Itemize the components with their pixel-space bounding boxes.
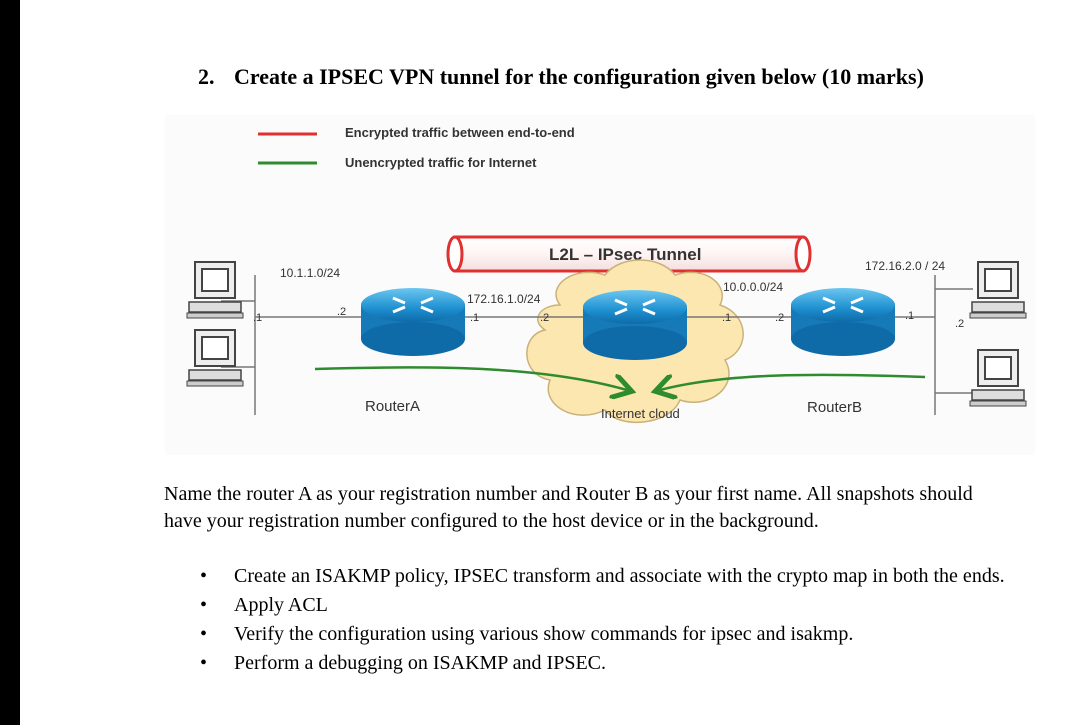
subnet-mid-right-label: 10.0.0.0/24 bbox=[723, 280, 783, 294]
list-item: • Verify the configuration using various … bbox=[194, 621, 1044, 648]
iface-right-pc: .2 bbox=[955, 318, 964, 330]
legend-encrypted-label: Encrypted traffic between end-to-end bbox=[345, 125, 575, 140]
list-item: • Apply ACL bbox=[194, 592, 1044, 619]
list-item: • Perform a debugging on ISAKMP and IPSEC… bbox=[194, 650, 1044, 677]
bullet-icon: • bbox=[200, 652, 208, 674]
iface-cloud-left: .2 bbox=[540, 312, 549, 324]
list-item-text: Perform a debugging on ISAKMP and IPSEC. bbox=[234, 652, 607, 674]
routerB-icon bbox=[791, 288, 895, 356]
internet-router-icon bbox=[583, 290, 687, 360]
instructions-list: • Create an ISAKMP policy, IPSEC transfor… bbox=[194, 563, 1044, 679]
internet-cloud-label: Internet cloud bbox=[601, 406, 680, 421]
iface-routerB-wan: .2 bbox=[775, 312, 784, 324]
right-pc1-icon bbox=[969, 261, 1027, 319]
bullet-icon: • bbox=[200, 594, 208, 616]
list-item-text: Create an ISAKMP policy, IPSEC transform… bbox=[234, 565, 1005, 587]
question-title: Create a IPSEC VPN tunnel for the config… bbox=[234, 64, 924, 89]
right-pc2-icon bbox=[969, 349, 1027, 407]
traffic-arrow-right bbox=[660, 373, 926, 390]
left-pc1-icon bbox=[186, 261, 244, 319]
traffic-arrow-left bbox=[314, 366, 627, 390]
question-heading: 2. Create a IPSEC VPN tunnel for the conf… bbox=[198, 64, 924, 90]
question-number: 2. bbox=[198, 64, 215, 89]
tunnel-label: L2L – IPsec Tunnel bbox=[549, 245, 701, 264]
iface-cloud-right: .1 bbox=[722, 312, 731, 324]
iface-routerB-lan: .1 bbox=[905, 310, 914, 322]
routerA-label: RouterA bbox=[365, 398, 420, 415]
list-item-text: Apply ACL bbox=[234, 594, 328, 616]
network-diagram: Encrypted traffic between end-to-end Une… bbox=[165, 115, 1035, 455]
subnet-right-label: 172.16.2.0 / 24 bbox=[865, 259, 945, 273]
subnet-mid-left-label: 172.16.1.0/24 bbox=[467, 292, 541, 306]
iface-left-pc: .1 bbox=[253, 312, 262, 324]
iface-routerA-wan: .1 bbox=[470, 312, 479, 324]
list-item-text: Verify the configuration using various s… bbox=[234, 623, 854, 645]
left-pc2-icon bbox=[186, 329, 244, 387]
list-item: • Create an ISAKMP policy, IPSEC transfor… bbox=[194, 563, 1044, 590]
left-black-border bbox=[0, 0, 20, 725]
routerB-label: RouterB bbox=[807, 399, 862, 416]
subnet-left-label: 10.1.1.0/24 bbox=[280, 266, 340, 280]
iface-routerA-lan: .2 bbox=[337, 306, 346, 318]
bullet-icon: • bbox=[200, 565, 208, 587]
bullet-icon: • bbox=[200, 623, 208, 645]
routerA-icon bbox=[361, 288, 465, 356]
legend-unencrypted-label: Unencrypted traffic for Internet bbox=[345, 155, 537, 170]
document-page: 2. Create a IPSEC VPN tunnel for the conf… bbox=[20, 0, 1080, 725]
ipsec-tunnel bbox=[446, 235, 812, 273]
instructions-paragraph: Name the router A as your registration n… bbox=[164, 483, 973, 532]
